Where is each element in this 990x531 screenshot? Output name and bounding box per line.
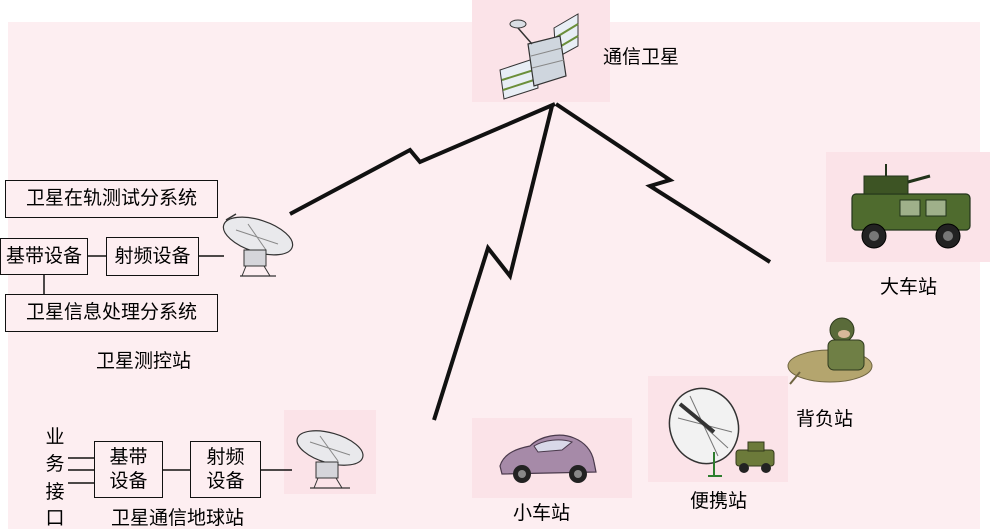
small-vehicle-label: 小车站 xyxy=(513,502,571,524)
control-rf-text: 射频设备 xyxy=(114,244,191,267)
satellite-label: 通信卫星 xyxy=(603,46,680,68)
control-station-antenna xyxy=(222,213,294,277)
portable-station-label: 便携站 xyxy=(690,490,748,512)
earth-station-caption: 卫星通信地球站 xyxy=(111,507,245,529)
earth-baseband-box: 基带 设备 xyxy=(94,441,163,498)
small-vehicle-icon xyxy=(499,434,597,483)
control-baseband-text: 基带设备 xyxy=(5,244,82,267)
control-rf-box: 射频设备 xyxy=(106,237,199,276)
large-vehicle-icon xyxy=(851,164,971,249)
earth-baseband-text: 基带 设备 xyxy=(109,445,148,492)
service-interface-char-3: 接 xyxy=(45,481,65,503)
backpack-station-icon xyxy=(787,317,873,385)
service-interface-char-1: 业 xyxy=(45,426,65,448)
info-processing-subsystem-text: 卫星信息处理分系统 xyxy=(25,301,197,324)
link-satellite-to-small-vehicle xyxy=(432,105,554,421)
backpack-station-label: 背负站 xyxy=(796,408,854,430)
earth-station-antenna xyxy=(296,430,364,489)
control-station-caption: 卫星测控站 xyxy=(96,350,192,372)
orbit-test-subsystem-text: 卫星在轨测试分系统 xyxy=(25,187,197,210)
earth-rf-box: 射频 设备 xyxy=(190,441,261,498)
link-satellite-to-terminals xyxy=(554,102,772,264)
control-baseband-box: 基带设备 xyxy=(0,238,88,275)
service-interface-char-4: 口 xyxy=(45,507,65,529)
info-processing-subsystem-box: 卫星信息处理分系统 xyxy=(5,294,218,332)
earth-rf-text: 射频 设备 xyxy=(206,445,245,492)
satellite-icon xyxy=(499,13,579,100)
link-satellite-to-control-station xyxy=(289,102,556,216)
service-interface-char-2: 务 xyxy=(45,453,65,475)
orbit-test-subsystem-box: 卫星在轨测试分系统 xyxy=(5,180,218,218)
portable-station-icon xyxy=(668,387,775,477)
large-vehicle-label: 大车站 xyxy=(880,276,938,298)
